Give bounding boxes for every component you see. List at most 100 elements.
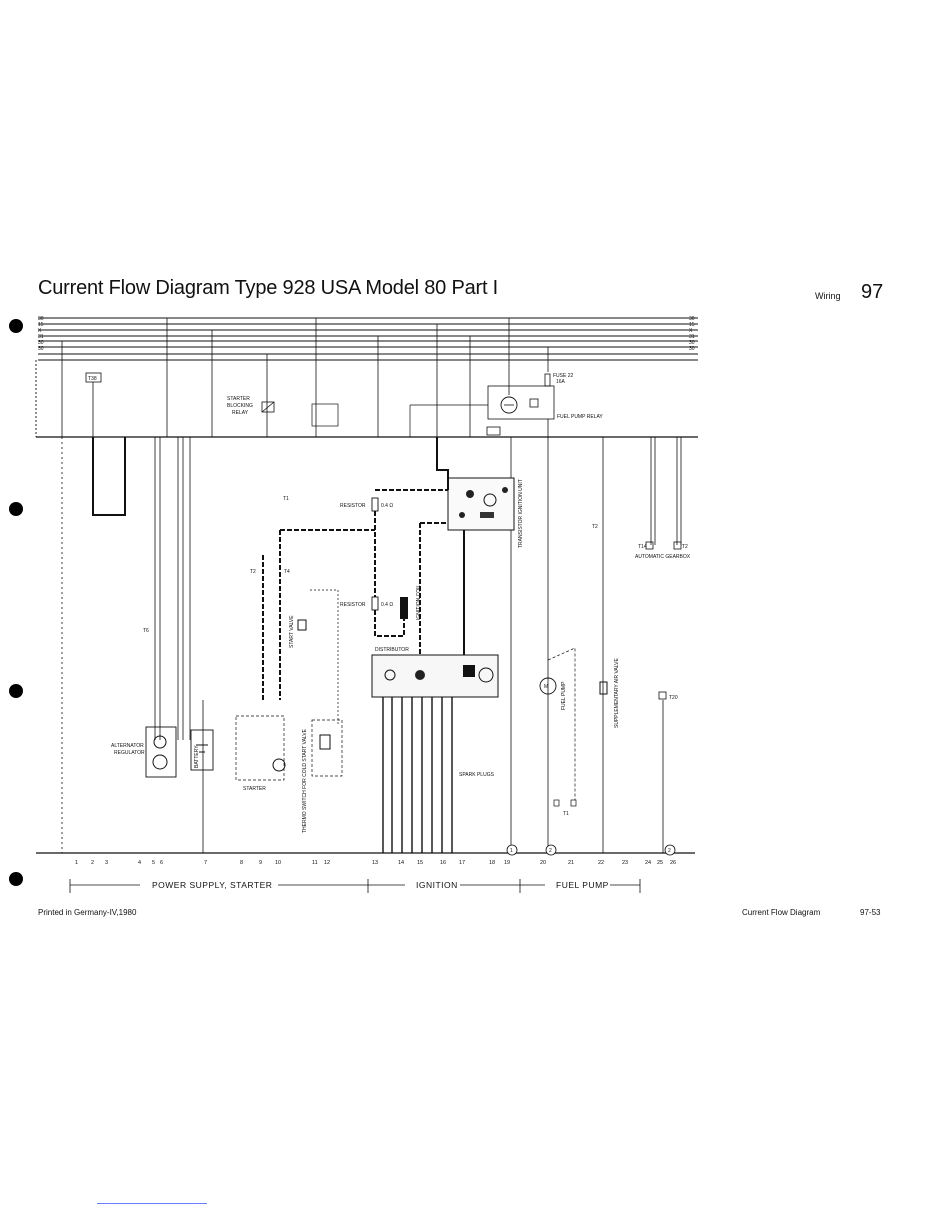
- grid-number: 2: [91, 860, 94, 866]
- grid-number: 3: [105, 860, 108, 866]
- bus-drops: [61, 318, 549, 437]
- connector-icon: [658, 691, 667, 700]
- bus-label: 15: [689, 322, 695, 328]
- grid-number: 11: [312, 860, 318, 866]
- connector-icon: [673, 541, 682, 550]
- starter-motor: STARTER: [235, 715, 286, 792]
- bottom-rule: [97, 1203, 207, 1204]
- grid-number: 4: [138, 860, 141, 866]
- grid-number: 23: [622, 860, 628, 866]
- power-bus-lines: [35, 317, 698, 854]
- aux-air-valve: SUPPLEMENTARY AIR VALVE: [599, 657, 620, 728]
- section-power-label: POWER SUPPLY, STARTER: [152, 880, 272, 890]
- spark-plug-wires: [382, 697, 453, 853]
- bus-label: 30: [689, 346, 695, 352]
- binder-hole-icon: [9, 684, 23, 698]
- resistor-value: 0.4 Ω: [381, 503, 393, 509]
- circled-marker: 2: [549, 848, 552, 854]
- circled-markers: 1 2 2: [506, 844, 676, 856]
- bus-label: 31: [38, 334, 44, 340]
- fuel-pump-label: FUEL PUMP: [561, 681, 567, 710]
- grid-number: 16: [440, 860, 446, 866]
- grid-number: 22: [598, 860, 604, 866]
- page-title: Current Flow Diagram Type 928 USA Model …: [38, 277, 499, 299]
- grid-number: 21: [568, 860, 574, 866]
- footer-doc-code: 97-53: [860, 908, 881, 917]
- connector-label: T2: [592, 524, 598, 530]
- battery: BATTERY: [190, 729, 214, 771]
- grid-number: 1: [75, 860, 78, 866]
- start-valve-label: START VALVE: [289, 615, 295, 648]
- thermo-switch-label: THERMO SWITCH FOR COLD START VALVE: [302, 728, 308, 833]
- start-valve: START VALVE THERMO SWITCH FOR COLD START…: [289, 589, 343, 833]
- alternator: ALTERNATOR REGULATOR: [111, 726, 177, 778]
- connector-label: T1: [283, 496, 289, 502]
- grid-number: 18: [489, 860, 495, 866]
- resistor-1: RESISTOR 0.4 Ω: [340, 497, 393, 512]
- resistor-label: RESISTOR: [340, 602, 366, 608]
- distributor: DISTRIBUTOR: [371, 647, 499, 698]
- grid-number: 17: [459, 860, 465, 866]
- grid-number: 15: [417, 860, 423, 866]
- grid-number: 24: [645, 860, 651, 866]
- right-bus-labels: 30 15 X 31 30 30: [689, 316, 695, 352]
- grid-numbers: 1 2 3 4 5 6 7 8 9 10 11 12 13 14 15 16 1…: [75, 860, 676, 866]
- bus-label: 31: [689, 334, 695, 340]
- battery-label: BATTERY: [194, 745, 200, 768]
- fuse-label: 16A: [556, 379, 566, 385]
- grid-number: 25: [657, 860, 663, 866]
- transistor-ignition-unit: TRANSISTOR IGNITION UNIT: [447, 477, 524, 548]
- connector-label: T38: [88, 376, 97, 382]
- fuel-pump: M FUEL PUMP: [539, 647, 577, 807]
- resistor-label: RESISTOR: [340, 503, 366, 509]
- connector-label: T1: [563, 811, 569, 817]
- grid-number: 26: [670, 860, 676, 866]
- grid-number: 9: [259, 860, 262, 866]
- grid-number: 13: [372, 860, 378, 866]
- circled-marker: 2: [668, 848, 671, 854]
- automatic-gearbox-label: AUTOMATIC GEARBOX: [635, 554, 691, 560]
- grid-number: 7: [204, 860, 207, 866]
- connector-label: T2: [682, 544, 688, 550]
- relay-transistor-icon: [500, 396, 518, 414]
- bus-label: 30: [38, 346, 44, 352]
- bus-label: 30: [689, 316, 695, 322]
- binder-hole-icon: [9, 319, 23, 333]
- alternator-label: ALTERNATOR: [111, 743, 144, 749]
- relay-label-line: STARTER: [227, 396, 250, 402]
- fuse-label: FUSE 22: [553, 373, 574, 379]
- left-bus-labels: 30 15 X 31 30 30: [38, 316, 44, 352]
- grid-number: 14: [398, 860, 404, 866]
- relay-coil-icon: [261, 401, 275, 413]
- aux-air-valve-label: SUPPLEMENTARY AIR VALVE: [614, 657, 620, 728]
- connector-label: T20: [669, 695, 678, 701]
- section-fuel-label: FUEL PUMP: [556, 880, 609, 890]
- bus-label: 15: [38, 322, 44, 328]
- grid-number: 10: [275, 860, 281, 866]
- transistor-unit-label: TRANSISTOR IGNITION UNIT: [518, 479, 524, 548]
- connector-label: T6: [143, 628, 149, 634]
- section-bracket: [69, 879, 641, 893]
- binder-hole-icon: [9, 872, 23, 886]
- grid-number: 5: [152, 860, 155, 866]
- footer-doc-title: Current Flow Diagram: [742, 908, 821, 917]
- connector-icon: [645, 541, 654, 550]
- grid-number: 6: [160, 860, 163, 866]
- connector-label: T14: [638, 544, 647, 550]
- bus-label: X: [38, 328, 42, 334]
- page-number: 97: [861, 281, 884, 303]
- connector-label: T4: [284, 569, 290, 575]
- circled-marker: 1: [510, 848, 513, 854]
- section-label: Wiring: [815, 291, 841, 301]
- ignition-coil-icon: [400, 597, 408, 619]
- grid-number: 12: [324, 860, 330, 866]
- connector-label: T2: [250, 569, 256, 575]
- bus-label: 30: [38, 316, 44, 322]
- section-ignition-label: IGNITION: [416, 880, 458, 890]
- distributor-label: DISTRIBUTOR: [375, 647, 409, 653]
- alternator-label: REGULATOR: [114, 750, 145, 756]
- resistor-2: RESISTOR 0.4 Ω IGNITION COIL: [340, 585, 422, 621]
- resistor-value: 0.4 Ω: [381, 602, 393, 608]
- fuse-icon: [544, 373, 551, 387]
